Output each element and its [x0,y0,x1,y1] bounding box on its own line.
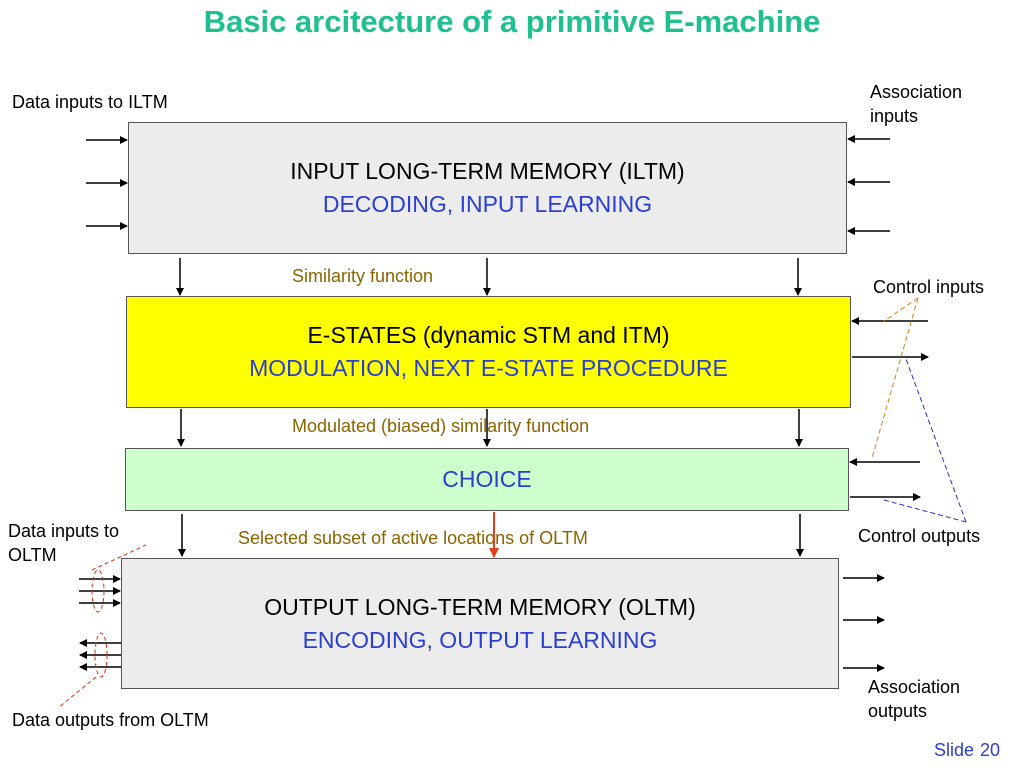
selected-subset-label: Selected subset of active locations of O… [238,528,588,548]
control-outputs-leader-2 [883,499,967,523]
data-outputs-oltm-leader [57,676,97,709]
iltm-subtitle: DECODING, INPUT LEARNING [322,191,653,217]
data-inputs-oltm-leader [91,544,147,571]
data-outputs-oltm-label: Data outputs from OLTM [12,710,209,730]
control-inputs-leader-2 [871,297,919,459]
control-inputs-leader-1 [883,297,919,322]
choice-box: CHOICE [125,448,849,511]
slide-label: Slide [933,740,974,760]
control-outputs-leader-1 [905,358,967,523]
choice-title: CHOICE [442,466,532,492]
data-inputs-oltm-label: Data inputs to OLTM [8,519,119,567]
control-outputs-label: Control outputs [858,526,981,546]
iltm-box: INPUT LONG-TERM MEMORY (ILTM) DECODING, … [128,122,847,254]
iltm-title: INPUT LONG-TERM MEMORY (ILTM) [290,158,685,184]
association-inputs-line1: Association [870,82,963,102]
estates-subtitle: MODULATION, NEXT E-STATE PROCEDURE [249,355,728,381]
data-inputs-oltm-line2: OLTM [8,545,57,565]
association-outputs-line1: Association [868,677,961,697]
oltm-data-input-group-ellipse [91,569,105,613]
similarity-function-label: Similarity function [292,266,434,286]
estates-box: E-STATES (dynamic STM and ITM) MODULATIO… [126,296,851,408]
association-inputs-line2: inputs [870,106,919,126]
association-inputs-label: Association inputs [870,80,962,128]
oltm-subtitle: ENCODING, OUTPUT LEARNING [302,626,658,653]
estates-title: E-STATES (dynamic STM and ITM) [307,322,670,348]
oltm-title: OUTPUT LONG-TERM MEMORY (OLTM) [264,593,696,620]
data-inputs-oltm-line1: Data inputs to [8,521,120,541]
control-inputs-label: Control inputs [873,277,985,297]
oltm-data-output-group-ellipse [94,632,108,678]
association-outputs-line2: outputs [868,701,928,721]
modulated-similarity-label: Modulated (biased) similarity function [292,416,590,436]
page-title: Basic arcitecture of a primitive E-machi… [203,4,821,39]
slide-number: 20 [979,740,1000,760]
oltm-box: OUTPUT LONG-TERM MEMORY (OLTM) ENCODING,… [121,558,839,689]
association-outputs-label: Association outputs [868,675,960,723]
data-inputs-iltm-label: Data inputs to ILTM [12,92,168,112]
